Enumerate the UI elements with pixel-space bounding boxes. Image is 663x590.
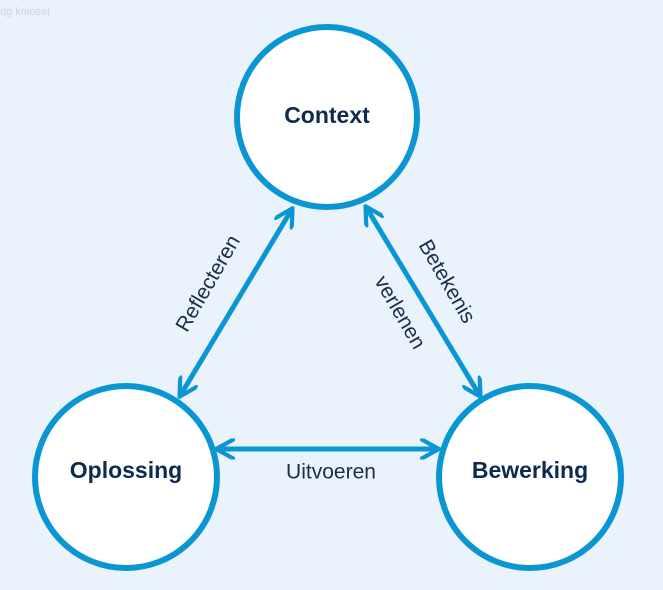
edge-label-uitvoeren: Uitvoeren <box>286 461 376 484</box>
node-bewerking-label: Bewerking <box>472 457 588 483</box>
node-context-label: Context <box>284 102 370 128</box>
betekenis-verlenen-arrow <box>366 207 480 396</box>
reflecteren-arrow <box>180 209 292 396</box>
edge-label-betekenis: Betekenis <box>414 236 480 327</box>
node-oplossing-label: Oplossing <box>70 457 182 483</box>
node-bewerking: Bewerking <box>436 383 624 571</box>
corner-text: dg kniosel <box>0 6 50 18</box>
node-context: Context <box>234 24 420 210</box>
edge-label-reflecteren: Reflecteren <box>171 231 245 336</box>
edge-label-verlenen: verlenen <box>370 272 430 353</box>
node-oplossing: Oplossing <box>32 383 220 571</box>
